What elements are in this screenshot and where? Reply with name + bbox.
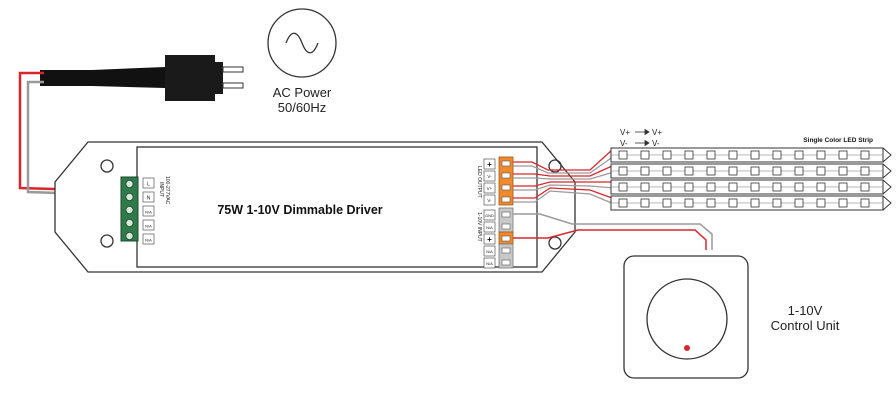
ac-power-frequency: 50/60Hz: [278, 100, 326, 115]
led-strip-2: [610, 163, 892, 179]
input-label: INPUT: [158, 182, 164, 197]
dim-terminal-plus: +: [487, 235, 492, 244]
control-unit-line2: Control Unit: [771, 318, 840, 333]
dim-terminal-na-3: N/A: [486, 261, 493, 266]
dim-control-wires: [513, 213, 713, 250]
dim-terminal-labels: GND N/A + N/A N/A: [483, 209, 496, 269]
ac-plug: [40, 55, 244, 101]
output-terminal-labels: + V- V+ V-: [483, 158, 496, 206]
polarity-right-vplus: V+: [652, 128, 662, 137]
led-output-label: LED OUTPUT: [476, 166, 482, 198]
input-terminal-na-1: N/A: [145, 210, 152, 215]
dim-input-label: 1-10V INPUT: [476, 212, 482, 242]
input-terminal-block: [120, 176, 139, 242]
control-unit-line1: 1-10V: [788, 303, 823, 318]
input-voltage-label: 100-277VAC: [164, 176, 170, 205]
dim-terminal-na-1: N/A: [486, 225, 493, 230]
driver-housing: [54, 141, 576, 273]
led-strip-title: Single Color LED Strip: [803, 137, 873, 144]
input-terminal-na-2: N/A: [145, 224, 152, 229]
output-terminal-vplus: V+: [487, 186, 493, 191]
output-terminal-vminus-1: V-: [487, 174, 492, 179]
polarity-right-vminus: V-: [652, 139, 660, 148]
output-terminal-block: [498, 156, 514, 269]
led-strip-group: [610, 147, 892, 211]
ac-power-title: AC Power: [273, 85, 332, 100]
sine-wave-icon: [285, 32, 319, 54]
led-strip-3: [610, 179, 892, 195]
led-strip-4: [610, 195, 892, 211]
output-terminal-vminus-2: V-: [487, 198, 492, 203]
input-terminal-labels: L N N/A N/A N/A: [142, 177, 155, 245]
dim-terminal-na-2: N/A: [486, 249, 493, 254]
control-unit: [623, 255, 749, 379]
input-terminal-l: L: [147, 182, 150, 188]
polarity-left-vminus: V-: [620, 139, 628, 148]
dimmer-indicator-dot: [684, 345, 690, 351]
led-output-wires: [513, 149, 615, 205]
polarity-left-vplus: V+: [620, 128, 630, 137]
dim-terminal-gnd: GND: [485, 213, 494, 218]
dimmer-knob: [646, 278, 728, 360]
ac-power-symbol: [267, 8, 337, 78]
input-terminal-n: N: [147, 196, 151, 202]
polarity-arrows: [635, 128, 650, 147]
led-strip-1: [610, 147, 892, 163]
output-terminal-plus: +: [487, 160, 492, 169]
driver-title: 75W 1-10V Dimmable Driver: [217, 203, 382, 217]
input-terminal-na-3: N/A: [145, 238, 152, 243]
